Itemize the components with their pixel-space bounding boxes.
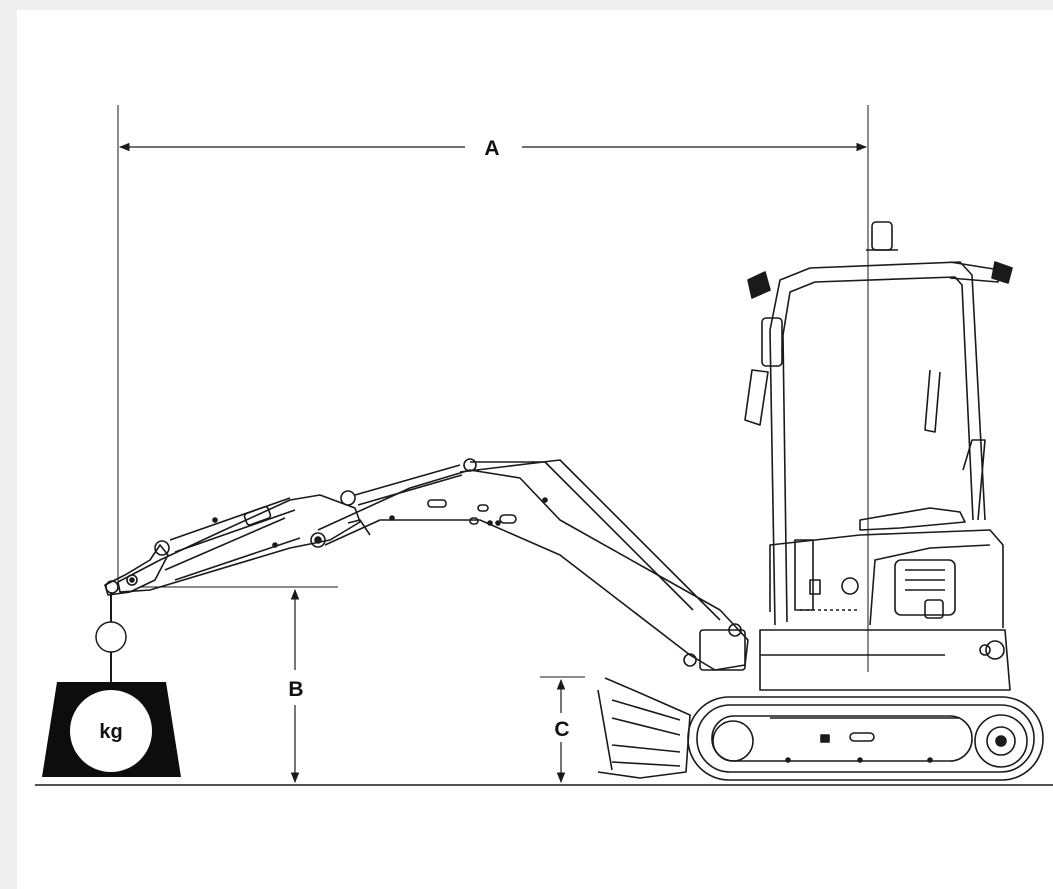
arm-cylinder: [154, 464, 463, 556]
operator-seat: [859, 439, 986, 531]
dimension-b-label: B: [288, 678, 303, 701]
boom-cylinder: [459, 458, 746, 671]
dimension-c-label: C: [554, 718, 569, 741]
arm: [117, 494, 361, 593]
suspended-load: kg: [42, 592, 181, 777]
rops-canopy: [744, 221, 1013, 626]
upper-body: [759, 529, 1011, 691]
track: [687, 696, 1044, 781]
weight-label: kg: [99, 721, 122, 743]
bucket-linkage: [104, 544, 169, 596]
diagram-canvas: A B C kg: [17, 10, 1053, 889]
excavator-drawing: [104, 221, 1044, 781]
dozer-blade: [597, 677, 691, 779]
dimension-c: C: [540, 676, 585, 784]
dimension-a-label: A: [484, 137, 499, 160]
dimension-a: A: [117, 105, 869, 672]
excavator-lift-diagram: A B C kg: [35, 105, 1053, 786]
boom: [317, 469, 749, 671]
dimension-b: B: [140, 586, 338, 784]
